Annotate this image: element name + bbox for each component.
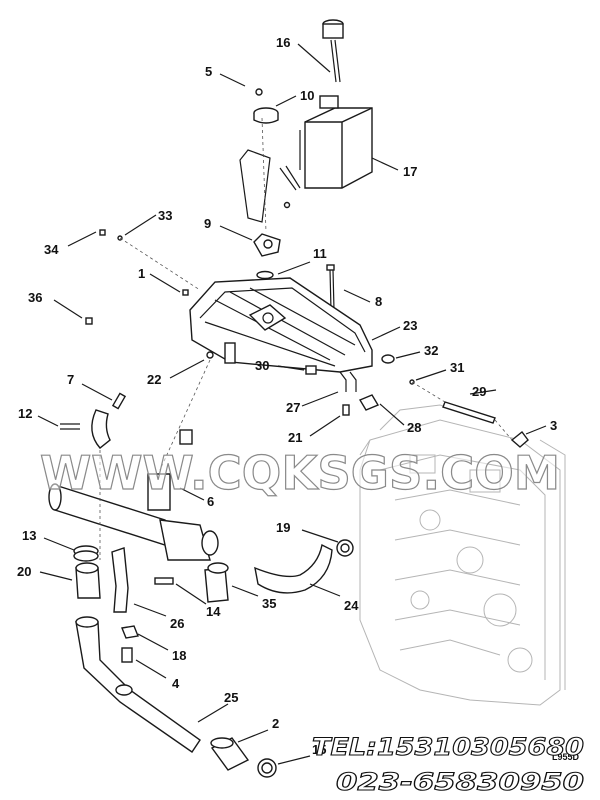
callout-10: 10 [300,88,314,103]
callout-35: 35 [262,596,276,611]
callout-17: 17 [403,164,417,179]
pipe-fittings [121,625,139,663]
assembly-lines [99,117,513,560]
watermark-phone: TEL:15310305680 [312,733,584,761]
watermark-phone-2: 023-65830950 [336,768,584,796]
callout-28: 28 [407,420,421,435]
callout-34: 34 [44,242,59,257]
callout-25: 25 [224,690,238,705]
callout-18: 18 [172,648,186,663]
callout-24: 24 [344,598,359,613]
callout-7: 7 [67,372,74,387]
mounting-strap [60,392,193,449]
callout-33: 33 [158,208,172,223]
small-fasteners [85,229,214,359]
callout-21: 21 [288,430,302,445]
watermark-site: WWW.CQKSGS.COM [40,446,560,500]
callout-1: 1 [138,266,145,281]
spacer [154,577,174,585]
callout-36: 36 [28,290,42,305]
callout-14: 14 [206,604,221,619]
engine-block [359,404,566,706]
callout-13: 13 [22,528,36,543]
callout-27: 27 [286,400,300,415]
callout-12: 12 [18,406,32,421]
expansion-tank [189,277,373,392]
water-pipe-assembly [48,473,229,603]
callout-30: 30 [255,358,269,373]
breather-tube [239,149,301,223]
mounting-bolt [326,264,335,311]
callout-5: 5 [205,64,212,79]
callout-leaders [37,43,547,765]
callout-2: 2 [272,716,279,731]
callout-15: 15 [312,742,326,757]
callout-8: 8 [375,294,382,309]
callout-32: 32 [424,343,438,358]
callout-20: 20 [17,564,31,579]
callout-labels: 5 16 10 17 9 11 33 34 1 36 8 23 32 22 30… [17,35,557,757]
filler-cap [253,88,279,124]
callout-6: 6 [207,494,214,509]
callout-23: 23 [403,318,417,333]
vent-cap [253,233,281,257]
callout-3: 3 [550,418,557,433]
callout-29: 29 [472,384,486,399]
callout-19: 19 [276,520,290,535]
callout-4: 4 [172,676,180,691]
callout-11: 11 [313,246,327,261]
tank-fittings [305,354,415,416]
callout-22: 22 [147,372,161,387]
elbow-hose [111,547,129,613]
dipstick [322,19,344,83]
clamp-and-sleeve [73,545,101,599]
end-sleeve [210,737,277,778]
callout-31: 31 [450,360,464,375]
coolant-hose [254,539,354,594]
callout-26: 26 [170,616,184,631]
callout-9: 9 [204,216,211,231]
coolant-reservoir [299,95,373,189]
callout-16: 16 [276,35,290,50]
drawing-code: L955D [552,752,580,762]
drain-rod [442,401,529,448]
o-ring [256,270,274,280]
lower-water-pipe [75,616,201,753]
